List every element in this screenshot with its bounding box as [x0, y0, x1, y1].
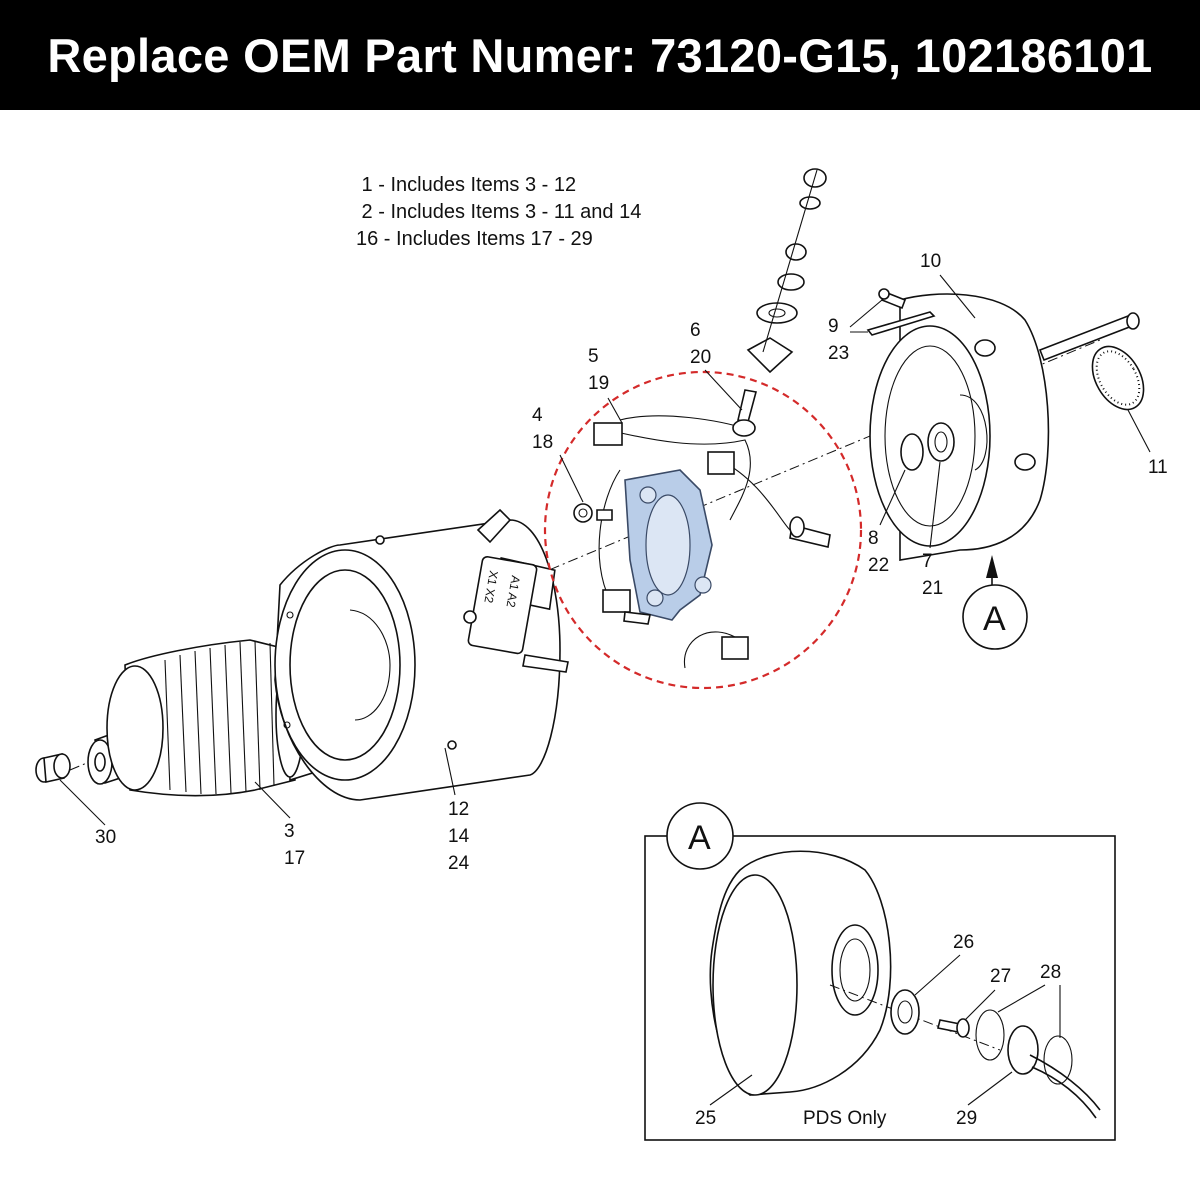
terminal-label-x: X1 X2 — [481, 569, 501, 604]
callout-29: 29 — [956, 1108, 977, 1129]
exploded-motor-diagram: X1 X2 A1 A2 — [35, 168, 1168, 1141]
callout-7: 7 — [922, 551, 933, 572]
brush — [593, 422, 623, 446]
terminal-stud — [522, 654, 569, 673]
callout-12: 12 — [448, 799, 469, 820]
brush-assembly — [543, 370, 863, 690]
callout-18: 18 — [532, 432, 553, 453]
terminal-hardware-stack — [746, 168, 827, 374]
detail-a-inset: A 25 26 27 28 29 PDS Only — [644, 802, 1116, 1141]
callout-22: 22 — [868, 555, 889, 576]
armature-windings — [164, 640, 275, 795]
callout-8: 8 — [868, 528, 879, 549]
callout-14: 14 — [448, 826, 470, 847]
end-cap — [869, 293, 1050, 561]
callout-labels: 30 3 17 12 14 24 4 18 5 19 6 20 9 23 10 … — [95, 251, 1168, 874]
leader-lines — [59, 274, 1151, 826]
page-title: Replace OEM Part Numer: 73120-G15, 10218… — [0, 0, 1200, 110]
callout-9: 9 — [828, 316, 839, 337]
detail-marker-label: A — [983, 600, 1006, 638]
o-ring-28 — [975, 1009, 1005, 1061]
speed-sensor-disc — [1091, 345, 1145, 411]
pds-only-note: PDS Only — [803, 1108, 887, 1129]
washer — [799, 196, 821, 210]
stud-6 — [737, 389, 757, 423]
callout-17: 17 — [284, 848, 305, 869]
callout-28: 28 — [1040, 962, 1061, 983]
nut — [785, 243, 807, 261]
note-line: 1 - Includes Items 3 - 12 — [356, 174, 577, 196]
o-ring-8 — [900, 433, 924, 471]
field-frame: X1 X2 A1 A2 — [274, 508, 569, 801]
note-line: 16 - Includes Items 17 - 29 — [356, 228, 593, 250]
terminal-label-a: A1 A2 — [503, 574, 522, 608]
callout-20: 20 — [690, 347, 711, 368]
callout-5: 5 — [588, 346, 599, 367]
bearing-26 — [890, 989, 920, 1035]
end-cap-ear — [1014, 453, 1036, 471]
frame-bolt — [375, 535, 385, 545]
highlight-dashed-circle — [543, 370, 863, 690]
callout-24: 24 — [448, 853, 470, 874]
callout-26: 26 — [953, 932, 974, 953]
brush — [707, 451, 735, 475]
callout-21: 21 — [922, 578, 943, 599]
screw — [623, 611, 651, 625]
insulator — [746, 337, 794, 374]
screw-18 — [596, 509, 613, 521]
callout-25: 25 — [695, 1108, 716, 1129]
o-ring-28b — [1043, 1035, 1073, 1085]
callout-30: 30 — [95, 827, 116, 848]
bearing-4 — [573, 503, 593, 523]
washer-23 — [866, 311, 936, 336]
callout-4: 4 — [532, 405, 543, 426]
frame-bolt — [447, 740, 457, 750]
terminal-stud — [476, 508, 512, 544]
callout-27: 27 — [990, 966, 1011, 987]
detail-a-marker: A — [962, 555, 1028, 650]
callout-3: 3 — [284, 821, 295, 842]
callout-6: 6 — [690, 320, 701, 341]
callout-19: 19 — [588, 373, 609, 394]
includes-notes: 1 - Includes Items 3 - 12 2 - Includes I… — [356, 172, 641, 253]
brush — [602, 589, 631, 613]
callout-11: 11 — [1148, 457, 1168, 478]
sensor-cable — [1029, 1054, 1101, 1111]
note-line: 2 - Includes Items 3 - 11 and 14 — [356, 201, 642, 223]
brush — [721, 636, 749, 660]
bearing-7 — [927, 422, 955, 462]
callout-10: 10 — [920, 251, 941, 272]
frame-bolt — [463, 610, 477, 624]
terminal-decal — [467, 555, 538, 655]
callout-23: 23 — [828, 343, 849, 364]
sensor-29 — [1007, 1025, 1039, 1075]
end-cap-ear — [974, 339, 996, 357]
inset-marker-label: A — [688, 819, 711, 857]
